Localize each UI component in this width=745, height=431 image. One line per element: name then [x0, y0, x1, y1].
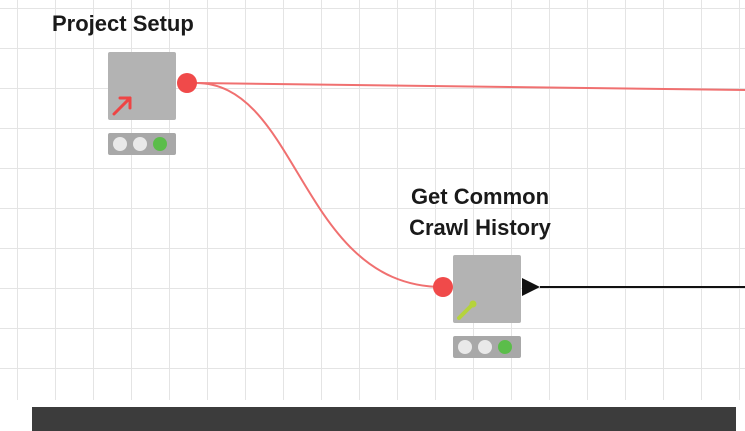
wand-icon	[457, 300, 477, 320]
horizontal-scrollbar[interactable]	[32, 407, 736, 431]
node-title-project-setup: Project Setup	[52, 11, 194, 36]
status-light-yellow	[133, 137, 147, 151]
flow-variable-connection-top[interactable]	[195, 82, 745, 91]
status-indicator-get-common-crawl-history	[453, 336, 521, 358]
node-get-common-crawl-history[interactable]	[453, 255, 521, 323]
node-title-line-2: Crawl History	[409, 215, 551, 240]
status-indicator-project-setup	[108, 133, 176, 155]
arrow-icon	[112, 96, 132, 116]
flow-variable-input-port[interactable]	[433, 277, 453, 297]
data-output-port[interactable]	[522, 278, 540, 296]
status-light-red	[113, 137, 127, 151]
node-title-line-1: Get Common	[410, 184, 550, 209]
status-light-green	[153, 137, 167, 151]
node-project-setup[interactable]	[108, 52, 176, 120]
flow-variable-output-port[interactable]	[177, 73, 197, 93]
status-light-green	[498, 340, 512, 354]
status-light-yellow	[478, 340, 492, 354]
status-light-red	[458, 340, 472, 354]
node-title-get-common-crawl-history: Get Common Crawl History	[390, 181, 570, 243]
flow-variable-connection-curve[interactable]	[195, 82, 444, 288]
